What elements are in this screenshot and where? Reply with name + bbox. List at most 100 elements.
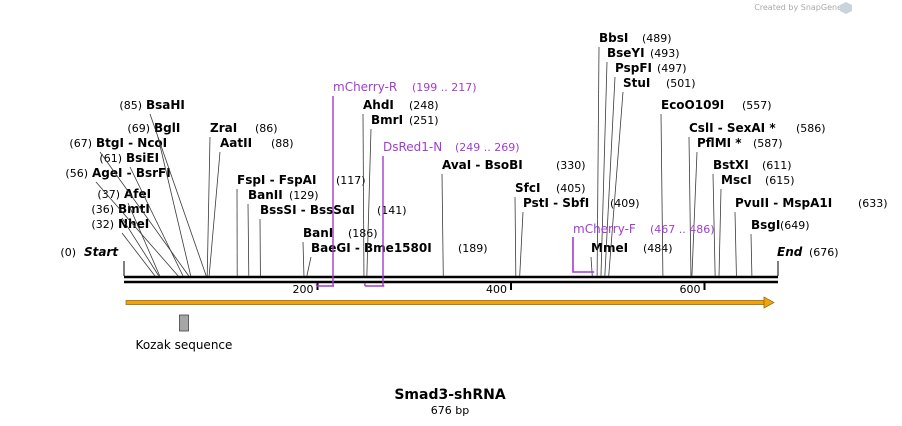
primer[interactable]: mCherry-R (199 .. 217) xyxy=(315,80,477,287)
site-name: BanI xyxy=(303,226,333,240)
site-name: BmtI xyxy=(118,202,150,216)
site-connector xyxy=(712,173,716,277)
site-name: BsgI xyxy=(751,218,780,232)
site-name: PflMI * xyxy=(697,136,742,150)
site-connector xyxy=(590,256,593,277)
restriction-site[interactable]: AatII(88) xyxy=(208,136,294,277)
site-connector xyxy=(362,113,365,277)
site-connector xyxy=(206,136,211,277)
site-connector xyxy=(99,151,190,277)
restriction-site[interactable]: (37) AfeI xyxy=(97,187,161,277)
site-connector xyxy=(247,203,250,277)
site-connector xyxy=(734,211,737,277)
site-connector xyxy=(750,233,753,277)
restriction-site[interactable]: BseYI (493) xyxy=(600,46,680,277)
restriction-site[interactable]: (56)AgeI - BsrFI xyxy=(65,166,179,277)
site-name: BglI xyxy=(154,121,180,135)
site-connector xyxy=(366,128,372,277)
site-name: SfcI xyxy=(515,181,540,195)
restriction-site[interactable]: ZraI(86) xyxy=(206,121,278,277)
site-connector xyxy=(600,61,608,277)
site-position: (611) xyxy=(762,159,792,172)
site-connector xyxy=(129,166,184,277)
restriction-site[interactable]: (61)BsiEI xyxy=(99,151,184,277)
restriction-site[interactable]: PvuII - MspA1I(633) xyxy=(734,196,888,277)
restriction-site[interactable]: (32)NheI xyxy=(91,217,156,277)
restriction-site[interactable]: (36) BmtI xyxy=(91,202,160,277)
site-position: (36) xyxy=(91,203,114,216)
site-position: (489) xyxy=(642,32,672,45)
primer-name: mCherry-F xyxy=(573,222,636,236)
restriction-site[interactable]: PflMI * (587) xyxy=(691,136,783,277)
feature-label: Kozak sequence xyxy=(136,338,233,352)
site-position: (141) xyxy=(377,204,407,217)
restriction-site[interactable]: CslI - SexAI * (586) xyxy=(688,121,826,277)
site-connector xyxy=(121,217,160,277)
site-position: (189) xyxy=(458,242,488,255)
primer-range: (467 .. 486) xyxy=(650,223,715,236)
site-position: (633) xyxy=(858,197,888,210)
site-position: (493) xyxy=(650,47,680,60)
primer-bar xyxy=(572,237,595,273)
restriction-site[interactable]: BanII(129) xyxy=(247,188,319,277)
site-name: AfeI xyxy=(124,187,151,201)
primer[interactable]: DsRed1-N(249 .. 269) xyxy=(364,140,520,287)
site-connector xyxy=(608,91,624,277)
site-connector xyxy=(157,136,192,277)
site-connector xyxy=(604,76,616,277)
restriction-site[interactable]: (67) BtgI - NcoI xyxy=(69,136,190,277)
site-position: (586) xyxy=(796,122,826,135)
site-name: AatII xyxy=(220,136,252,150)
site-name: BsiEI xyxy=(126,151,159,165)
restriction-site[interactable]: MmeI(484) xyxy=(590,241,673,277)
restriction-site[interactable]: MscI(615) xyxy=(718,173,795,277)
end-position: (676) xyxy=(809,246,839,259)
site-name: CslI - SexAI * xyxy=(689,121,776,135)
site-position: (497) xyxy=(657,62,687,75)
restriction-site[interactable]: AvaI - BsoBI(330) xyxy=(441,158,586,277)
site-name: BsaHI xyxy=(146,98,185,112)
tick-label: 200 xyxy=(293,283,314,296)
site-position: (557) xyxy=(742,99,772,112)
site-connector xyxy=(514,196,517,277)
site-connector xyxy=(718,188,722,277)
restriction-site[interactable]: SfcI(405) xyxy=(514,181,586,277)
restriction-site[interactable]: BmrI(251) xyxy=(366,113,439,277)
map-title: Smad3-shRNA xyxy=(394,387,505,403)
tick-label: 600 xyxy=(680,283,701,296)
restriction-site[interactable]: PspFI (497) xyxy=(604,61,687,277)
restriction-site[interactable]: PstI - SbfI(409) xyxy=(519,196,640,277)
restriction-site[interactable]: FspI - FspAI(117) xyxy=(236,173,366,277)
restriction-site[interactable]: (69)BglI xyxy=(127,121,192,277)
primer-range: (199 .. 217) xyxy=(412,81,477,94)
site-connector xyxy=(208,151,221,277)
site-name: PspFI xyxy=(615,61,652,75)
site-name: BseYI xyxy=(607,46,645,60)
primer-name: mCherry-R xyxy=(333,80,397,94)
site-position: (587) xyxy=(753,137,783,150)
site-position: (67) xyxy=(69,137,92,150)
restriction-site[interactable]: (85)BsaHI xyxy=(119,98,207,277)
restriction-site[interactable]: BbsI(489) xyxy=(596,31,672,277)
site-name: BtgI - NcoI xyxy=(96,136,167,150)
restriction-site[interactable]: BstXI(611) xyxy=(712,158,792,277)
restriction-site[interactable]: EcoO109I (557) xyxy=(660,98,772,277)
site-name: BmrI xyxy=(371,113,403,127)
site-position: (484) xyxy=(643,242,673,255)
feature-kozak[interactable]: Kozak sequence xyxy=(136,314,233,352)
restriction-site[interactable]: AhdI(248) xyxy=(362,98,439,277)
snapgene-logo-icon xyxy=(840,2,852,14)
primer[interactable]: mCherry-F (467 .. 486) xyxy=(572,222,715,273)
restriction-site[interactable]: StuI(501) xyxy=(608,76,696,277)
site-name: AvaI - BsoBI xyxy=(442,158,523,172)
site-name: BanII xyxy=(248,188,283,202)
restriction-site[interactable]: BanI(186) xyxy=(302,226,378,277)
site-position: (37) xyxy=(97,188,120,201)
site-connector xyxy=(691,151,698,277)
restriction-site[interactable]: BsgI(649) xyxy=(750,218,810,277)
site-name: StuI xyxy=(623,76,650,90)
restriction-site[interactable]: BssSI - BssSαI(141) xyxy=(259,203,407,277)
site-name: FspI - FspAI xyxy=(237,173,316,187)
site-name: EcoO109I xyxy=(661,98,724,112)
restriction-site[interactable]: BaeGI - Bme1580I(189) xyxy=(306,241,488,277)
